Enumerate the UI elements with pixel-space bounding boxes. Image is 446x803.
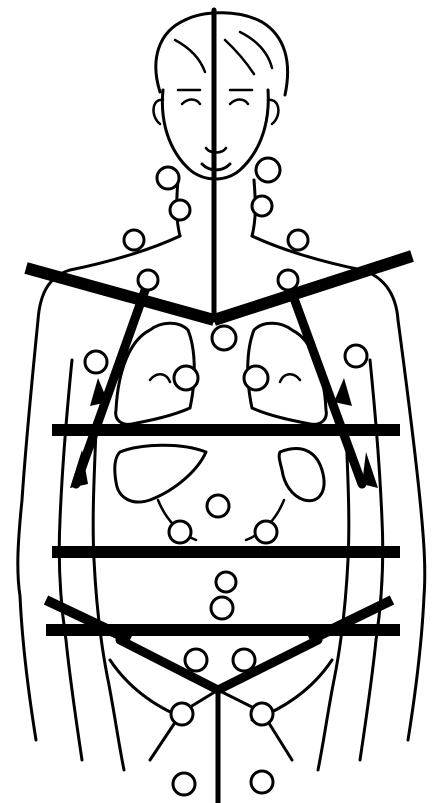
node — [211, 597, 233, 619]
node — [171, 703, 193, 725]
lower-branches — [150, 690, 292, 760]
node — [278, 270, 298, 290]
node — [212, 326, 236, 350]
node — [138, 270, 158, 290]
node — [169, 521, 191, 543]
node — [256, 158, 280, 182]
hair-outline — [156, 13, 288, 95]
right-forearm — [408, 596, 424, 740]
clavicle-bar-left — [26, 268, 214, 320]
right-axillary-path — [288, 282, 362, 484]
stomach — [279, 449, 324, 501]
right-outer-arm — [398, 320, 425, 596]
node — [170, 200, 190, 220]
arrow-right-upper — [334, 378, 352, 406]
right-eye — [230, 100, 248, 105]
left-inner-arm — [59, 360, 82, 760]
node — [255, 521, 277, 543]
left-forearm — [20, 596, 36, 740]
heart-detail — [150, 374, 170, 382]
node — [173, 773, 195, 795]
node — [244, 366, 268, 390]
right-inner-arm — [360, 360, 383, 760]
left-outer-arm — [18, 320, 38, 596]
left-flank — [93, 430, 124, 770]
node — [85, 351, 107, 373]
node — [251, 771, 273, 793]
heart-detail-right — [280, 374, 300, 382]
liver — [115, 445, 206, 502]
clavicle-bar-right — [214, 256, 412, 320]
node — [207, 495, 229, 517]
node — [157, 167, 179, 189]
node — [345, 345, 367, 367]
node — [216, 572, 236, 592]
node — [288, 230, 308, 250]
hair-strands — [175, 32, 272, 74]
head — [154, 13, 288, 179]
node — [251, 703, 273, 725]
node — [252, 196, 272, 216]
node — [185, 649, 207, 671]
node — [233, 649, 255, 671]
node — [124, 230, 144, 250]
arrow-right — [362, 452, 378, 488]
node — [174, 366, 198, 390]
left-axillary-path — [76, 282, 148, 484]
left-eye — [182, 100, 200, 105]
